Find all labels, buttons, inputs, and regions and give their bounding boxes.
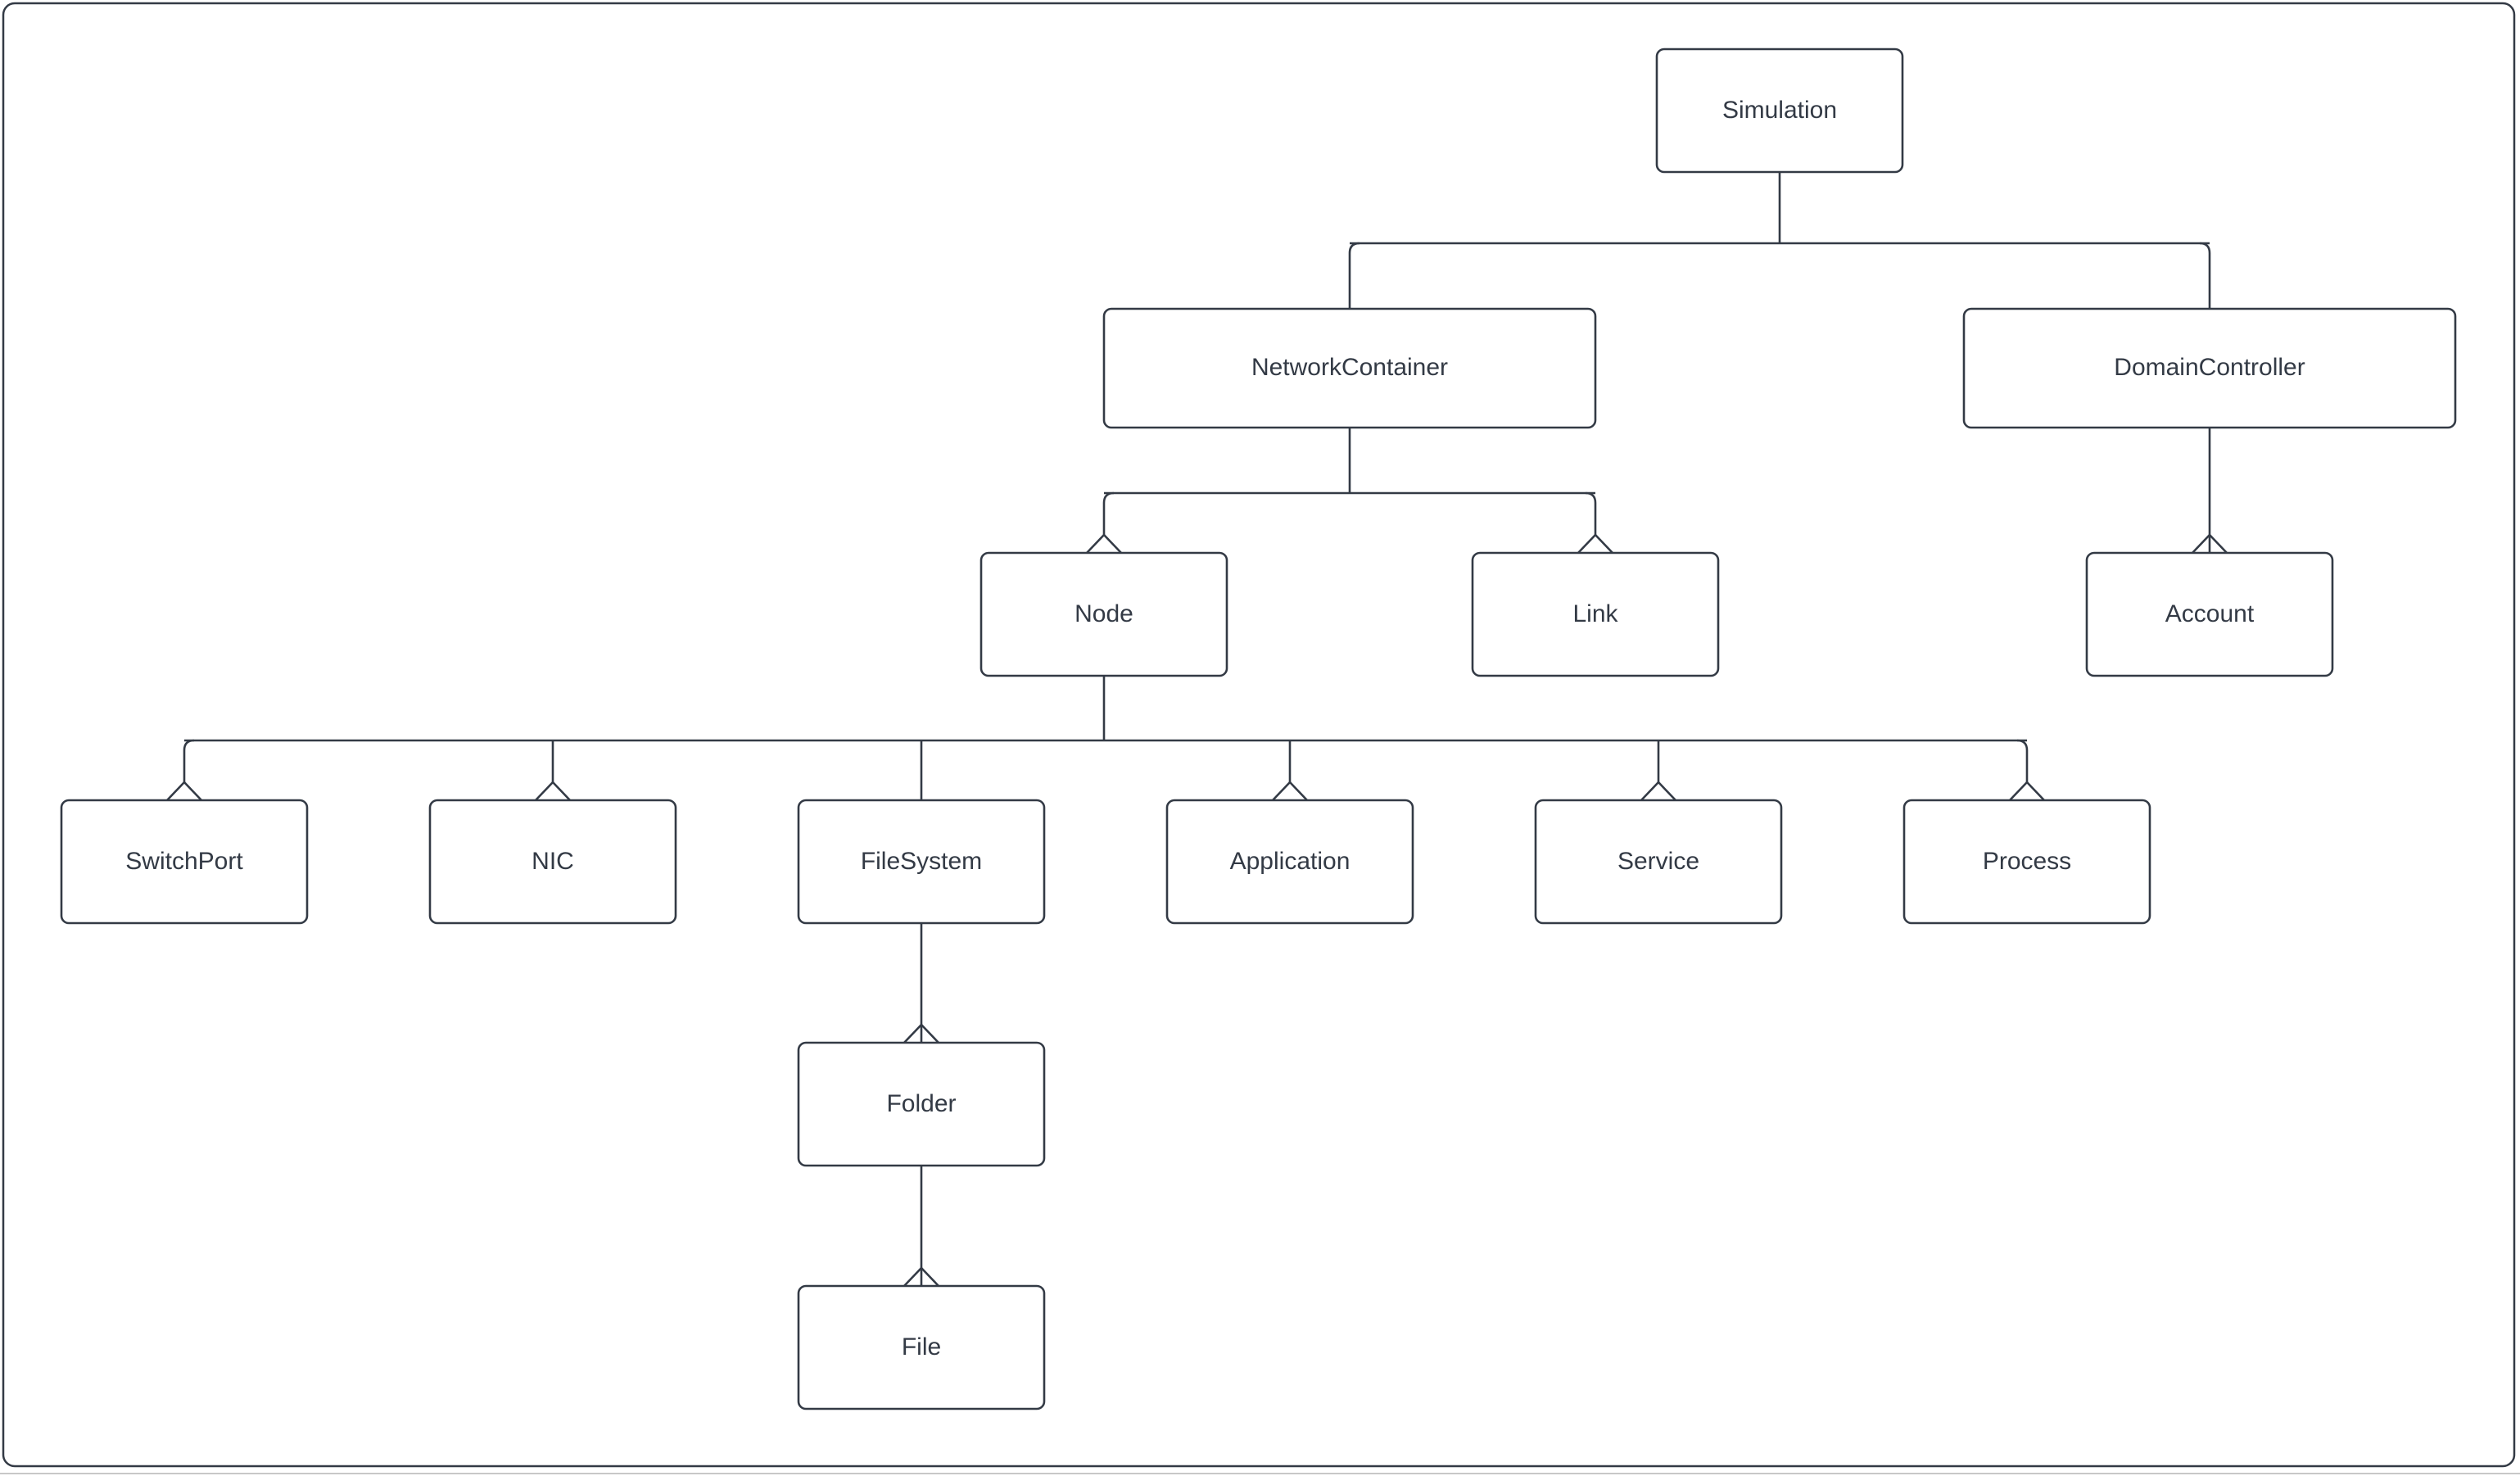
generalization-arrowhead bbox=[903, 1023, 939, 1044]
class-box-label-nic: NIC bbox=[532, 848, 574, 875]
generalization-arrowhead bbox=[1577, 533, 1613, 554]
generalization-arrowhead bbox=[1640, 781, 1676, 801]
class-box-service[interactable]: Service bbox=[1534, 799, 1783, 925]
class-box-label-node: Node bbox=[1075, 600, 1133, 627]
generalization-arrowhead bbox=[2192, 533, 2228, 554]
edge-group-simulation bbox=[1348, 172, 2211, 309]
edge-elbow-process bbox=[2016, 739, 2029, 751]
class-box-folder[interactable]: Folder bbox=[797, 1041, 1046, 1167]
class-box-rect-folder bbox=[797, 1041, 1046, 1167]
generalization-arrowhead bbox=[1086, 533, 1122, 554]
class-box-link[interactable]: Link bbox=[1471, 551, 1720, 677]
class-box-rect-networkcontainer bbox=[1102, 307, 1597, 429]
class-box-process[interactable]: Process bbox=[1902, 799, 2151, 925]
edge-elbow-node bbox=[1102, 491, 1115, 504]
class-box-label-simulation: Simulation bbox=[1722, 97, 1837, 124]
class-box-rect-link bbox=[1471, 551, 1720, 677]
edge-group-domaincontroller bbox=[2192, 428, 2228, 554]
class-box-filesystem[interactable]: FileSystem bbox=[797, 799, 1046, 925]
generalization-arrowhead bbox=[1272, 781, 1308, 801]
class-box-switchport[interactable]: SwitchPort bbox=[60, 799, 309, 925]
class-box-rect-service bbox=[1534, 799, 1783, 925]
edge-group-filesystem bbox=[903, 923, 939, 1044]
class-box-account[interactable]: Account bbox=[2085, 551, 2334, 677]
class-box-rect-nic bbox=[428, 799, 677, 925]
edge-elbow-link bbox=[1585, 491, 1597, 504]
class-box-label-folder: Folder bbox=[886, 1090, 956, 1117]
class-box-label-switchport: SwitchPort bbox=[125, 848, 243, 875]
edges-layer bbox=[166, 172, 2228, 1287]
class-box-label-service: Service bbox=[1617, 848, 1699, 875]
class-box-nic[interactable]: NIC bbox=[428, 799, 677, 925]
generalization-arrowhead bbox=[166, 781, 202, 801]
class-box-rect-switchport bbox=[60, 799, 309, 925]
class-box-networkcontainer[interactable]: NetworkContainer bbox=[1102, 307, 1597, 429]
class-box-rect-domaincontroller bbox=[1962, 307, 2457, 429]
generalization-arrowhead bbox=[903, 1266, 939, 1287]
class-box-label-file: File bbox=[902, 1333, 941, 1361]
class-box-rect-file bbox=[797, 1284, 1046, 1410]
class-box-simulation[interactable]: Simulation bbox=[1655, 48, 1904, 174]
edge-group-node bbox=[166, 676, 2045, 801]
class-box-rect-simulation bbox=[1655, 48, 1904, 174]
edge-elbow-networkcontainer bbox=[1348, 242, 1360, 254]
class-box-label-filesystem: FileSystem bbox=[861, 848, 982, 875]
class-box-file[interactable]: File bbox=[797, 1284, 1046, 1410]
class-box-label-networkcontainer: NetworkContainer bbox=[1251, 354, 1448, 381]
class-box-label-link: Link bbox=[1572, 600, 1618, 627]
class-box-rect-process bbox=[1902, 799, 2151, 925]
edge-elbow-domaincontroller bbox=[2199, 242, 2211, 254]
class-box-domaincontroller[interactable]: DomainController bbox=[1962, 307, 2457, 429]
class-box-label-process: Process bbox=[1983, 848, 2071, 875]
class-box-node[interactable]: Node bbox=[979, 551, 1228, 677]
class-box-rect-application bbox=[1165, 799, 1414, 925]
class-box-label-application: Application bbox=[1230, 848, 1350, 875]
class-box-rect-node bbox=[979, 551, 1228, 677]
class-box-rect-filesystem bbox=[797, 799, 1046, 925]
class-box-label-domaincontroller: DomainController bbox=[2114, 354, 2305, 381]
class-box-application[interactable]: Application bbox=[1165, 799, 1414, 925]
edge-elbow-switchport bbox=[183, 739, 195, 751]
generalization-arrowhead bbox=[535, 781, 571, 801]
generalization-arrowhead bbox=[2009, 781, 2045, 801]
edge-group-folder bbox=[903, 1166, 939, 1287]
class-box-label-account: Account bbox=[2165, 600, 2255, 627]
edge-group-networkcontainer bbox=[1086, 428, 1613, 554]
class-box-rect-account bbox=[2085, 551, 2334, 677]
